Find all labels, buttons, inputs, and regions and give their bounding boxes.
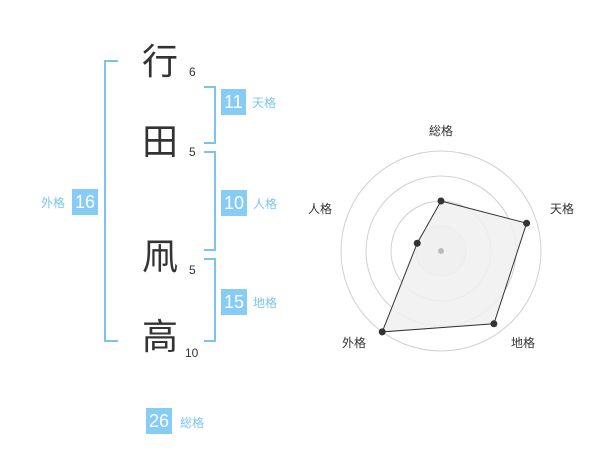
jinkaku-label: 人格 [253, 197, 278, 211]
jinkaku-value-badge: 10 [221, 190, 248, 216]
stroke-count-2: 5 [189, 145, 196, 159]
radar-point-1 [437, 197, 445, 205]
stroke-count-3: 5 [189, 263, 196, 277]
name-char-4: 高 [141, 317, 179, 358]
name-char-1: 行 [141, 42, 179, 83]
chikaku-label: 地格 [253, 296, 278, 310]
soukaku-value-badge: 26 [146, 408, 173, 434]
jinkaku-bracket [204, 151, 216, 251]
radar-series-area [381, 200, 528, 333]
radar-point-5 [413, 239, 421, 247]
radar-point-3 [490, 320, 498, 328]
radar-axis-label-chikaku: 地格 [511, 335, 535, 350]
radar-axis-label-soukaku: 総格 [429, 123, 453, 138]
radar-point-2 [523, 219, 531, 227]
chikaku-value-badge: 15 [221, 289, 248, 315]
gaikaku-value-badge: 16 [72, 189, 99, 215]
name-char-2: 田 [141, 122, 179, 163]
tenkaku-label: 天格 [252, 96, 277, 110]
tenkaku-value-badge: 11 [221, 89, 246, 115]
radar-point-4 [378, 328, 386, 336]
stroke-count-4: 10 [185, 346, 199, 360]
soukaku-label: 総格 [180, 416, 205, 430]
gaikaku-label: 外格 [41, 196, 66, 210]
radar-center-dot [438, 248, 444, 254]
gaikaku-bracket [104, 60, 118, 342]
radar-axis-label-gaikaku: 外格 [342, 335, 366, 350]
tenkaku-bracket [204, 86, 216, 144]
name-char-3: 凧 [141, 237, 179, 278]
chikaku-bracket [204, 258, 216, 342]
stroke-count-1: 6 [189, 65, 196, 79]
radar-axis-label-jinkaku: 人格 [308, 201, 332, 216]
radar-axis-label-tenkaku: 天格 [550, 201, 574, 216]
radar-ring [340, 150, 542, 352]
